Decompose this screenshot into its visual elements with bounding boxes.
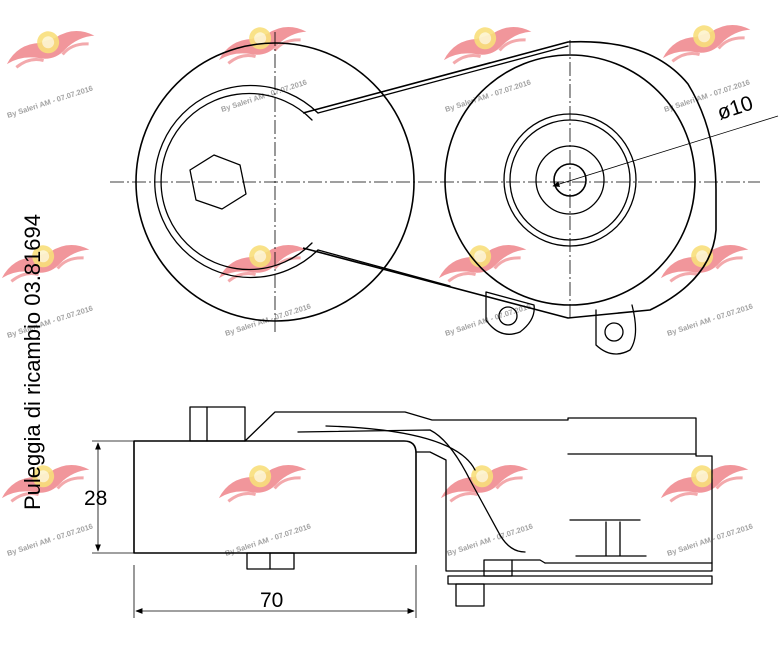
mount-tab-left-hole <box>498 306 518 326</box>
watermark-logo <box>211 12 311 70</box>
watermark-logo <box>653 230 753 288</box>
left-pulley-recess-inner <box>160 92 313 271</box>
watermark-text: By Saleri AM - 07.07.2016 <box>446 522 534 558</box>
watermark-text: By Saleri AM - 07.07.2016 <box>6 84 94 120</box>
part-title: Puleggia di ricambio 03.81694 <box>20 214 45 510</box>
side-base-bolt <box>455 583 485 607</box>
mount-tab-left <box>485 291 535 335</box>
tensioner-arm <box>302 40 717 319</box>
arm-edge-lower <box>317 249 451 287</box>
width-label: 70 <box>260 589 283 612</box>
side-arm <box>244 411 713 572</box>
watermark-text: By Saleri AM - 07.07.2016 <box>666 522 754 558</box>
left-pulley-recess <box>154 84 319 279</box>
watermark-logo <box>433 450 533 508</box>
watermark-text: By Saleri AM - 07.07.2016 <box>666 302 754 338</box>
watermark-logo <box>655 10 755 68</box>
side-pulley-body <box>133 440 417 554</box>
watermark-text: By Saleri AM - 07.07.2016 <box>444 78 532 114</box>
side-spring <box>569 519 647 557</box>
watermark-logo <box>0 16 99 74</box>
height-label: 28 <box>84 487 107 510</box>
mount-tab-right-hole <box>604 322 624 342</box>
watermark-logo <box>211 450 311 508</box>
watermark-logo <box>431 230 531 288</box>
watermark-logo <box>653 450 753 508</box>
diameter-leader <box>552 115 779 187</box>
front-view: ø10 <box>110 32 779 355</box>
mount-tab-right <box>595 304 637 355</box>
arm-edge <box>317 45 569 114</box>
side-view: 28 70 <box>84 406 713 618</box>
hex-nut <box>189 154 247 210</box>
side-top-bolt <box>189 406 246 442</box>
watermark-text: By Saleri AM - 07.07.2016 <box>6 522 94 558</box>
diameter-label: ø10 <box>714 92 756 125</box>
side-base-plate <box>447 575 713 585</box>
